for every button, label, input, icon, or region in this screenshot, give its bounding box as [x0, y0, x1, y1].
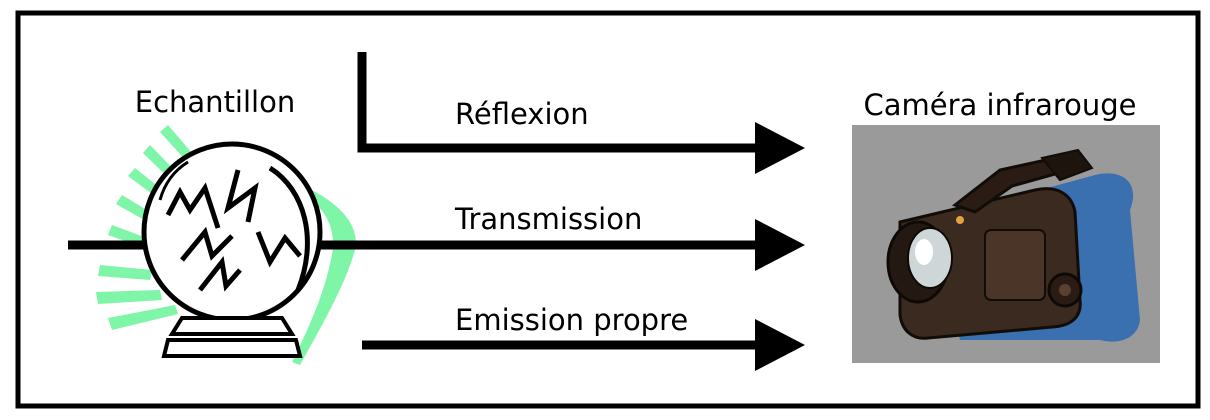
stand-top: [168, 316, 296, 336]
emission-arrow: [362, 319, 805, 371]
camera-label: Caméra infrarouge: [863, 88, 1136, 122]
crystal-ball-icon: [68, 125, 356, 365]
globe: [141, 141, 323, 323]
stand-base: [161, 338, 303, 358]
transmission-label: Transmission: [454, 202, 642, 236]
emission-label: Emission propre: [455, 303, 688, 337]
lightning-bolts: [165, 169, 302, 292]
reflection-arrow: [357, 52, 805, 174]
video-camera-icon: [852, 125, 1160, 363]
sample-label: Echantillon: [135, 85, 295, 119]
transmission-arrow: [320, 219, 805, 271]
reflection-label: Réflexion: [455, 97, 589, 131]
